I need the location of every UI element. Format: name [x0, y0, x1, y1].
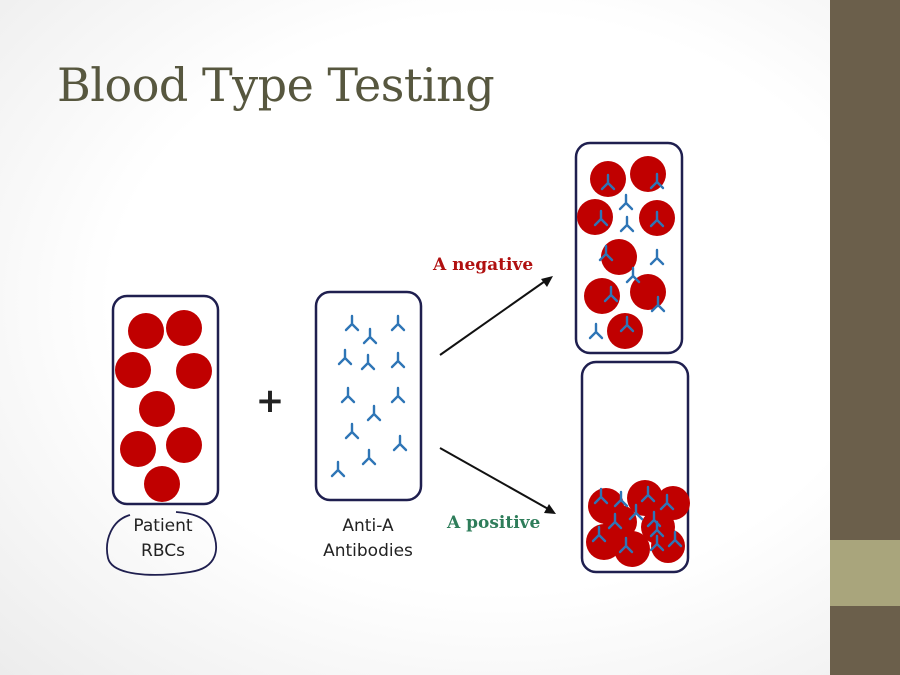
- hand-drawn-circle-annotation: [106, 511, 217, 576]
- slide-title: Blood Type Testing: [57, 58, 495, 112]
- arrows: [439, 276, 556, 514]
- plus-sign: +: [256, 381, 285, 421]
- antibody-label-line1: Anti-A: [342, 516, 394, 536]
- patient-rbc-tube: [111, 294, 220, 506]
- diagram: Patient RBCs + Anti-A Antibodies A negat…: [106, 141, 690, 576]
- arrow-to-positive: [439, 447, 551, 511]
- patient-label-line2: RBCs: [141, 541, 185, 561]
- negative-result-tube: [574, 141, 684, 355]
- sidebar-accent-band: [830, 540, 900, 606]
- result-negative-label: A negative: [432, 255, 533, 275]
- result-positive-label: A positive: [446, 513, 541, 533]
- antibody-tube: [314, 290, 423, 502]
- rbc-cells: [115, 310, 212, 502]
- antibody-label-line2: Antibodies: [323, 541, 413, 561]
- arrow-to-negative: [439, 278, 549, 356]
- patient-label-line1: Patient: [133, 516, 193, 536]
- positive-result-tube: [580, 360, 690, 574]
